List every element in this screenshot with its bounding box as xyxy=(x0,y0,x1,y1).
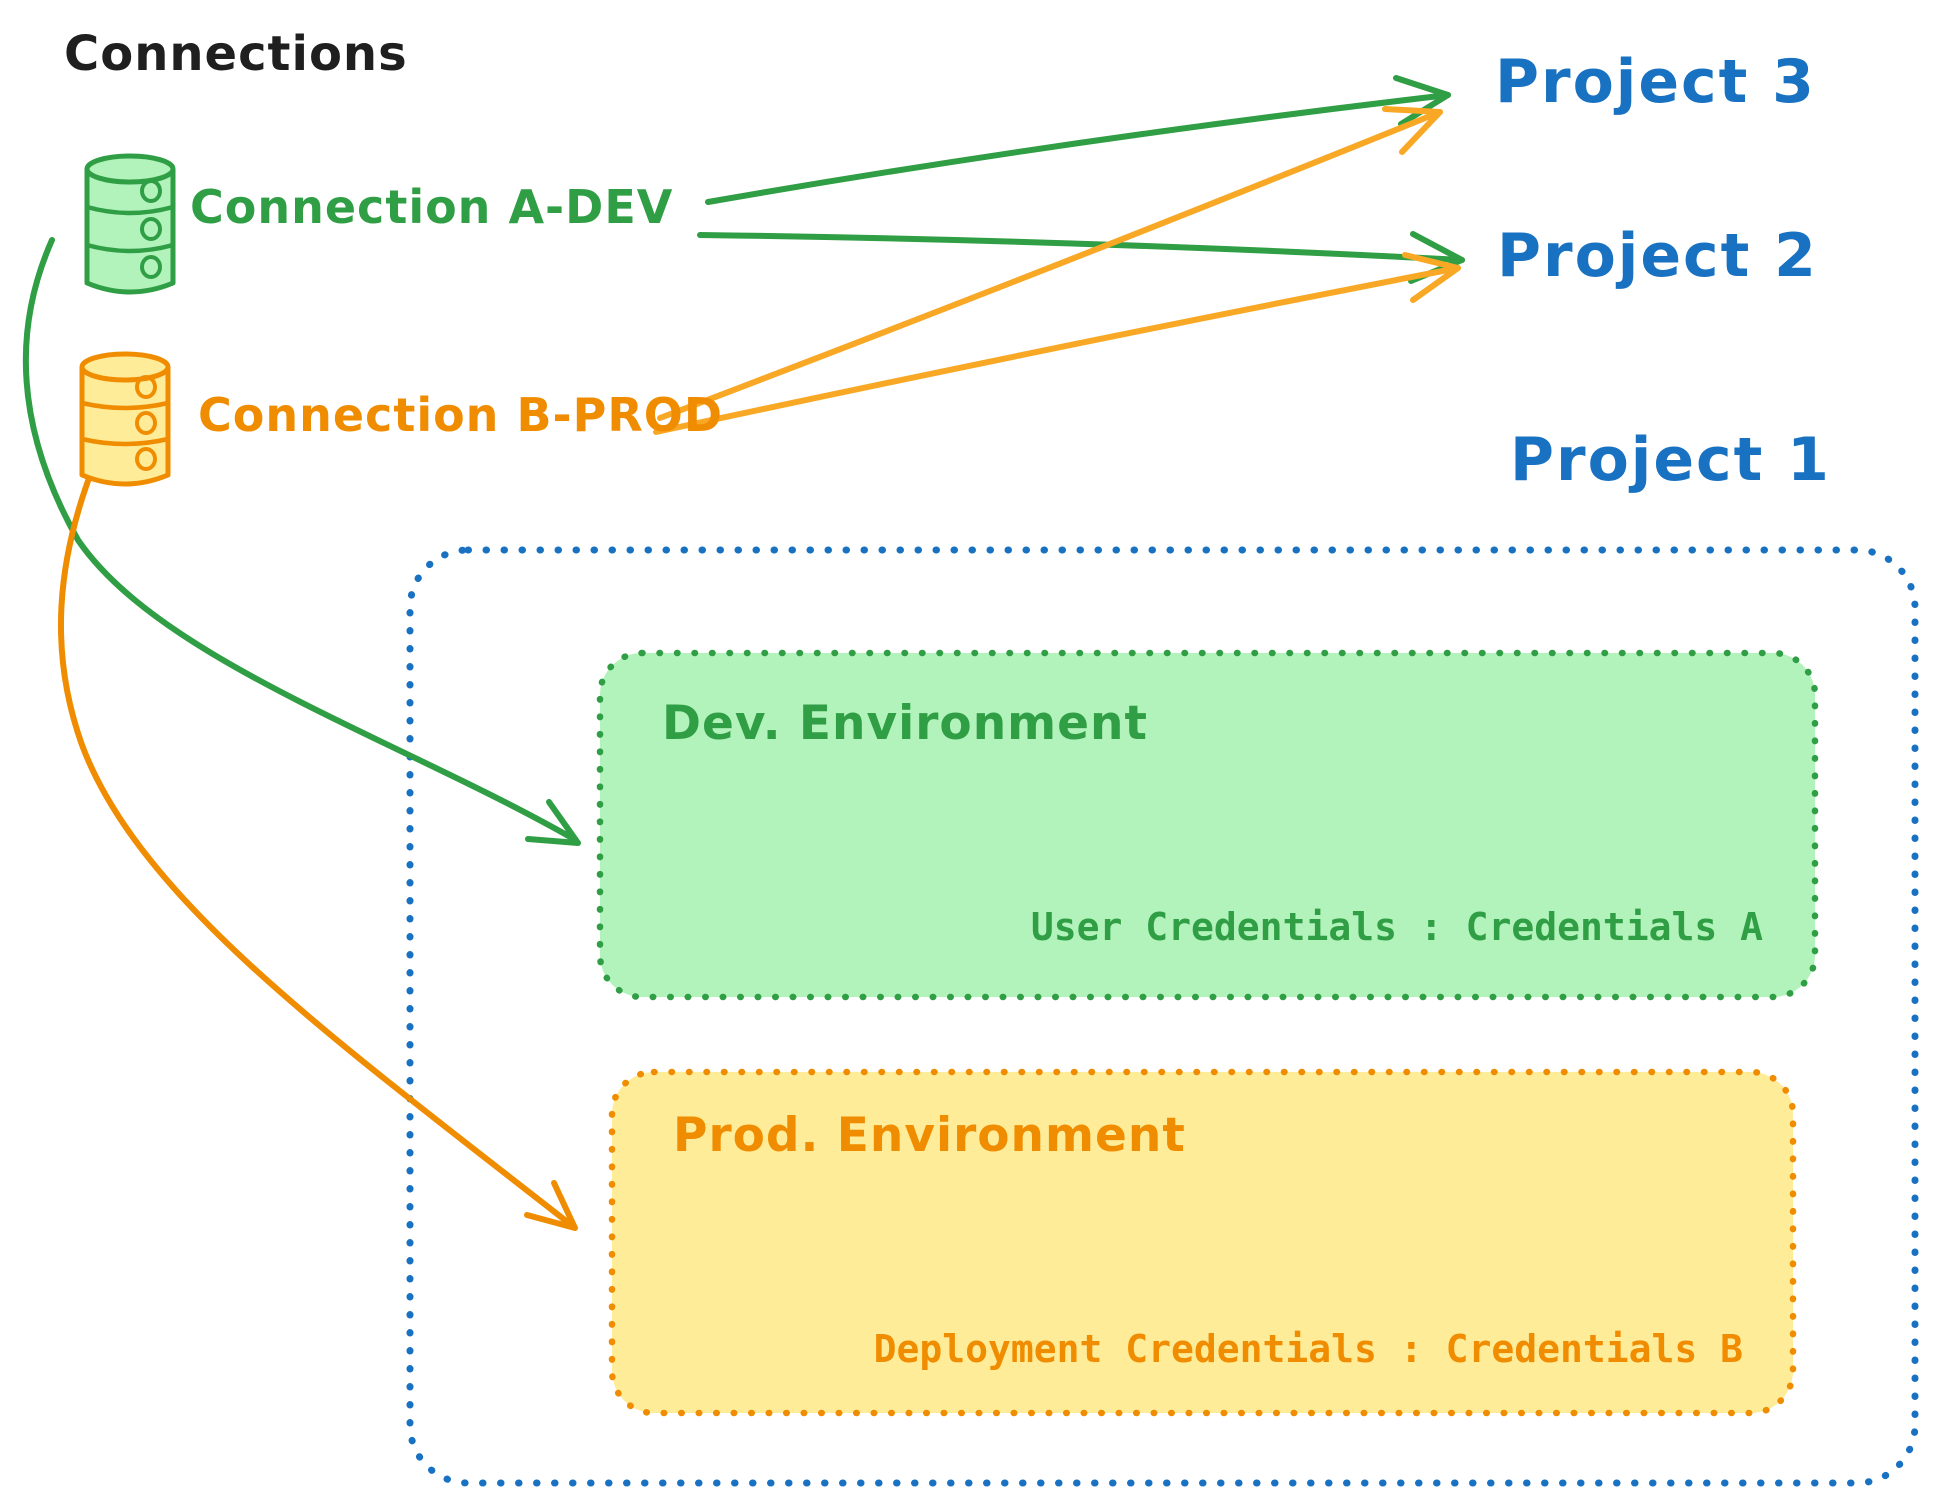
arrow-b-prod-to-prod-environment xyxy=(57,467,578,1231)
arrow-a-dev-to-dev-environment xyxy=(22,237,581,846)
dev-credentials-text: User Credentials : Credentials A xyxy=(1030,905,1763,949)
database-icon xyxy=(79,351,171,487)
connection-b-prod-label: Connection B-PROD xyxy=(198,388,724,442)
database-icon xyxy=(84,153,176,295)
dev-environment-box xyxy=(596,649,1819,1001)
arrow-b-prod-to-project-3 xyxy=(657,106,1443,421)
arrow-a-dev-to-project-3 xyxy=(705,75,1451,205)
prod-credentials-text: Deployment Credentials : Credentials B xyxy=(873,1327,1743,1371)
project-2-label: Project 2 xyxy=(1497,221,1818,291)
diagram-title: Connections xyxy=(64,26,408,82)
prod-environment-box xyxy=(608,1068,1797,1417)
prod-environment-title: Prod. Environment xyxy=(673,1108,1186,1163)
project-1-label: Project 1 xyxy=(1510,425,1831,495)
dev-environment-title: Dev. Environment xyxy=(662,696,1148,751)
project-3-label: Project 3 xyxy=(1495,47,1816,117)
project-1-container xyxy=(406,546,1919,1487)
connection-a-dev-label: Connection A-DEV xyxy=(190,180,674,234)
arrow-b-prod-to-project-2 xyxy=(653,252,1461,435)
